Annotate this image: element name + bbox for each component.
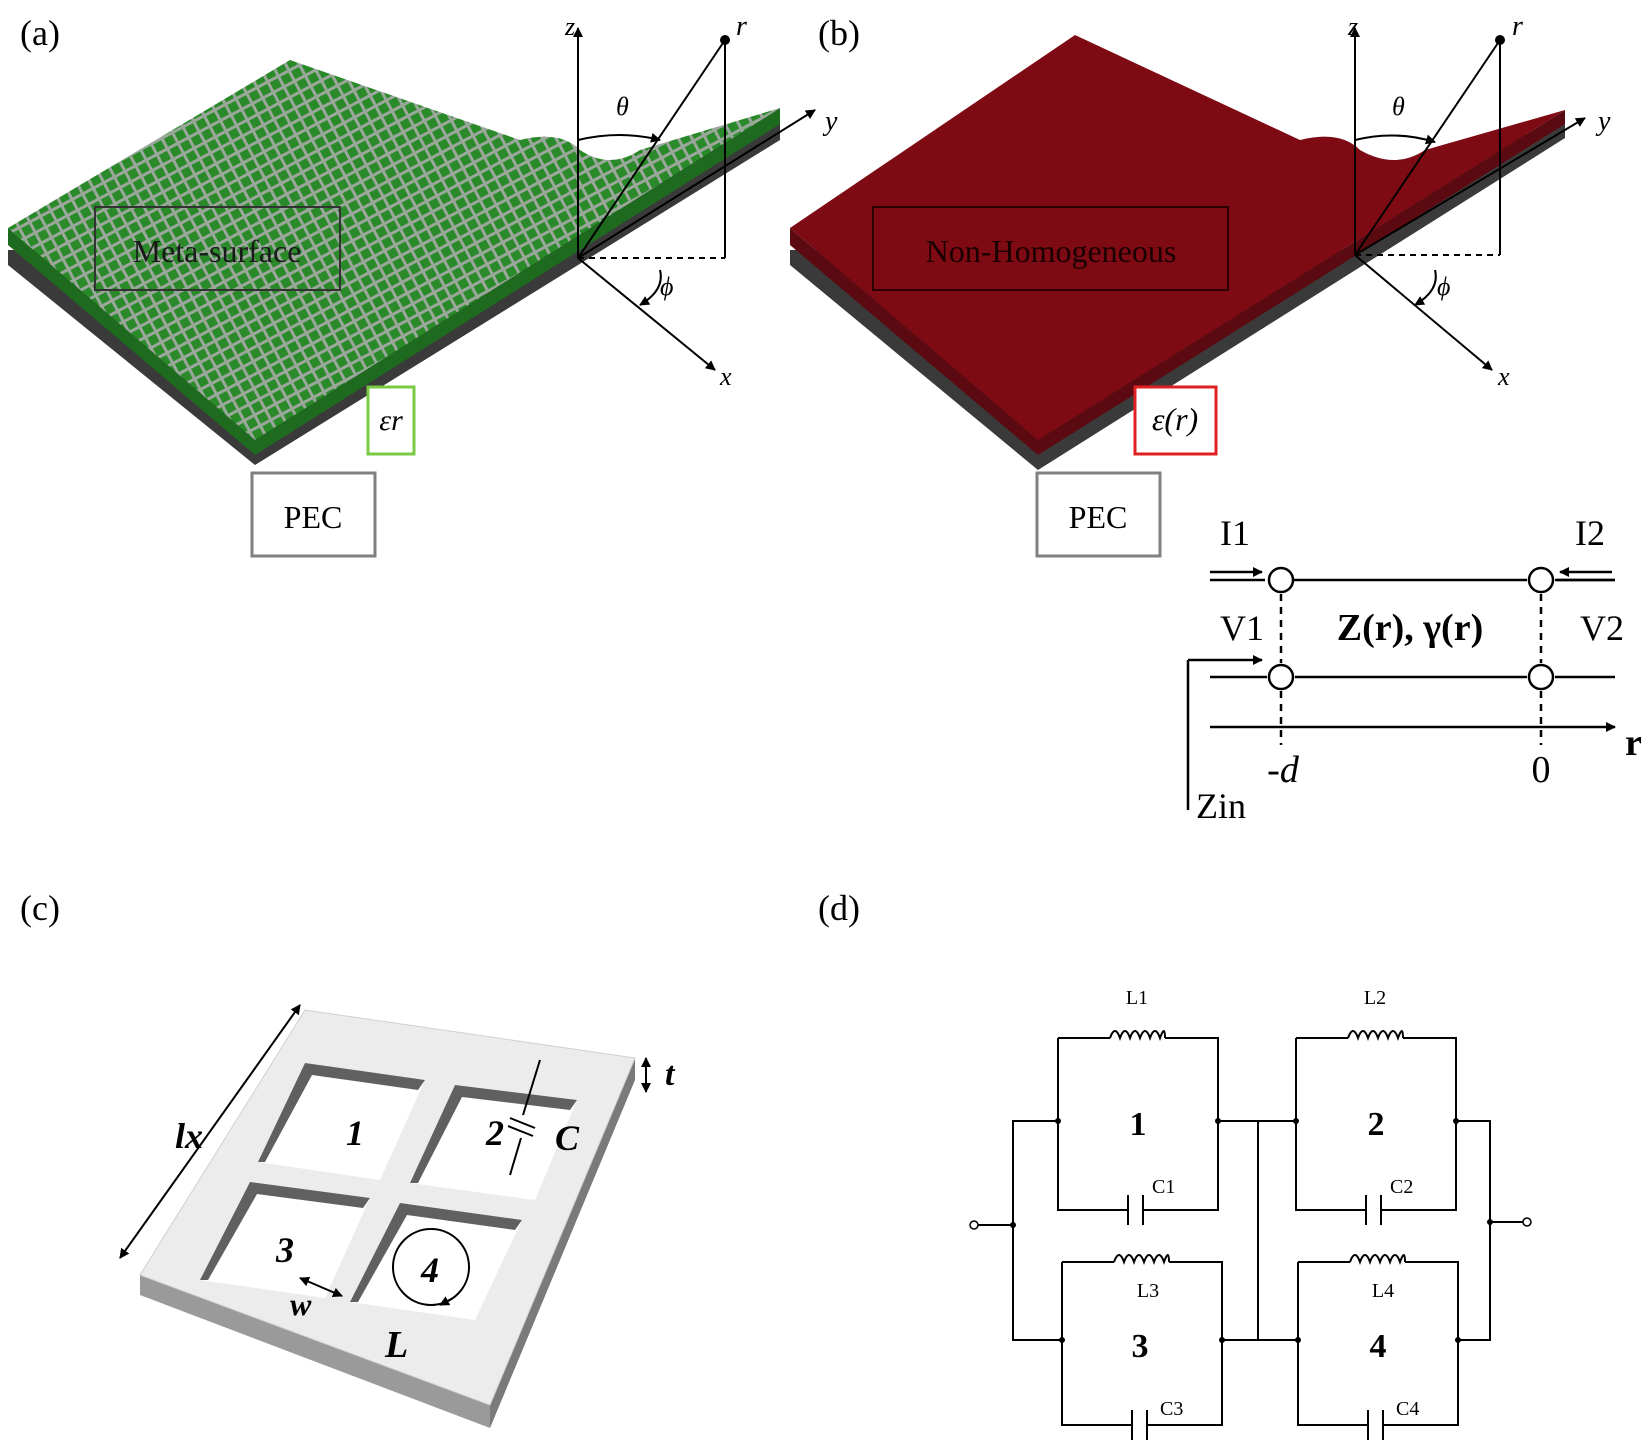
epsilon-box <box>1133 385 1218 456</box>
point-r-b <box>1495 35 1505 45</box>
current-i1: I1 <box>1220 513 1250 553</box>
plate-side-right <box>490 1058 635 1428</box>
non-homogeneous-box <box>872 206 1229 291</box>
point-r-label-b: r <box>1512 11 1523 42</box>
l-label: L <box>384 1324 408 1366</box>
plate-side-left <box>140 1275 490 1428</box>
axis-y-b: y <box>1595 106 1611 137</box>
pec-label-b: PEC <box>1069 499 1128 535</box>
impedance-label: Z(r), γ(r) <box>1337 607 1483 649</box>
block-2: 2 <box>1368 1106 1385 1143</box>
block-3: 3 <box>1132 1328 1149 1365</box>
phi-a: ϕ <box>660 272 673 301</box>
epsilon-label: ε(r) <box>1152 401 1198 437</box>
cell-4: 4 <box>420 1250 439 1290</box>
panel-d: (d) <box>818 888 1532 1440</box>
input-terminal <box>969 1220 979 1230</box>
inductor-l1: L1 <box>1126 987 1148 1009</box>
panel-d-label: (d) <box>818 888 860 928</box>
lx-label: lx <box>175 1116 203 1156</box>
axis-z-b: z <box>1347 12 1358 41</box>
point-r-label-a: r <box>736 11 747 42</box>
panel-b: (b) z y x r θ ϕ Non-Homogeneous ε(r) PEC <box>790 11 1611 558</box>
non-homogeneous-top <box>790 35 1565 440</box>
inductor-l2: L2 <box>1364 987 1386 1009</box>
cell-3: 3 <box>275 1230 294 1270</box>
current-i2: I2 <box>1575 513 1605 553</box>
theta-b: θ <box>1392 92 1405 121</box>
epsilon-r-box <box>366 385 416 456</box>
t-label: t <box>665 1056 676 1093</box>
panel-c: (c) 1 2 3 4 <box>20 888 676 1428</box>
axis-y-a: y <box>822 106 838 137</box>
theta-a: θ <box>616 92 629 121</box>
axis-x-a: x <box>719 362 732 391</box>
phi-b: ϕ <box>1437 272 1450 301</box>
capacitor-c1: C1 <box>1152 1176 1175 1198</box>
point-r-a <box>720 35 730 45</box>
axis-z-a: z <box>564 12 575 41</box>
port1-bottom-terminal <box>1267 663 1295 691</box>
junctions <box>1010 1118 1493 1343</box>
inductor-l3: L3 <box>1137 1280 1159 1302</box>
r-axis-label: r <box>1625 722 1642 764</box>
meta-surface-label: Meta-surface <box>133 233 302 269</box>
minus-d-label: -d <box>1267 749 1300 791</box>
output-terminal <box>1522 1217 1532 1227</box>
axis-x-b: x <box>1497 362 1510 391</box>
inductor-l4: L4 <box>1372 1280 1394 1302</box>
panel-b-label: (b) <box>818 13 860 53</box>
c-label: C <box>555 1118 580 1158</box>
pec-box-b <box>1035 471 1162 558</box>
plate-annotations <box>119 1004 651 1306</box>
non-homogeneous-label: Non-Homogeneous <box>926 233 1177 269</box>
zin-label: Zin <box>1196 786 1246 826</box>
panel-c-label: (c) <box>20 888 60 928</box>
circuit-wires <box>978 1030 1523 1440</box>
pec-label-a: PEC <box>284 499 343 535</box>
transmission-line: I1 I2 V1 V2 Z(r), γ(r) -d 0 r Zin <box>1186 513 1642 826</box>
pec-box-a <box>250 471 377 558</box>
meta-surface-top <box>8 60 780 440</box>
block-1: 1 <box>1130 1106 1147 1143</box>
cell-2: 2 <box>485 1113 504 1153</box>
panel-a-label: (a) <box>20 13 60 53</box>
meta-surface-box <box>94 206 341 291</box>
port1-top-terminal <box>1267 566 1295 594</box>
capacitor-c4: C4 <box>1396 1398 1419 1420</box>
capacitor-c2: C2 <box>1390 1176 1413 1198</box>
voltage-v1: V1 <box>1220 608 1264 648</box>
capacitor-c3: C3 <box>1160 1398 1183 1420</box>
port2-bottom-terminal <box>1527 663 1555 691</box>
cell-1: 1 <box>346 1113 364 1153</box>
panel-a: (a) z y x r θ ϕ Meta-surface εr PEC <box>8 11 838 558</box>
block-4: 4 <box>1370 1328 1387 1365</box>
w-label: w <box>290 1286 312 1322</box>
axes-b <box>1350 27 1586 371</box>
epsilon-r-label: εr <box>379 404 403 437</box>
zero-label: 0 <box>1532 749 1551 791</box>
port2-top-terminal <box>1527 566 1555 594</box>
axes-a <box>573 27 816 371</box>
voltage-v2: V2 <box>1580 608 1624 648</box>
